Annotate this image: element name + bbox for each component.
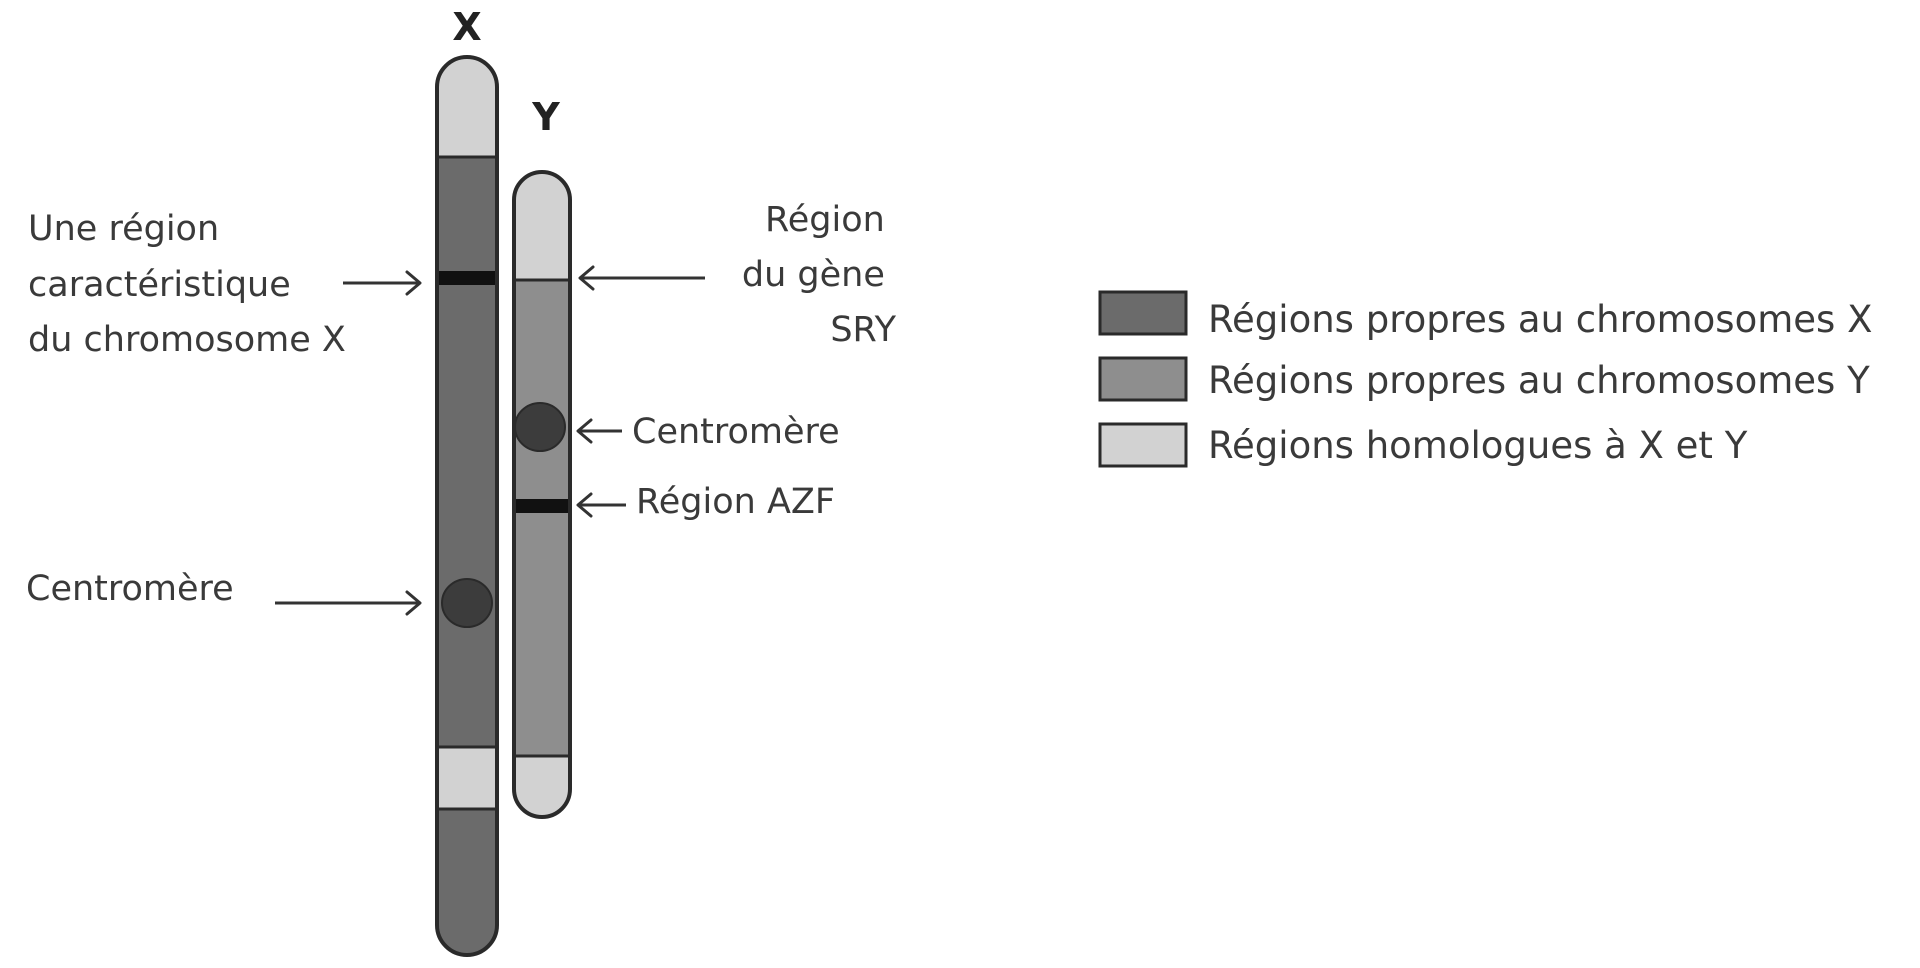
y-specific-region (514, 280, 570, 756)
x-bottom-homologous-region (437, 747, 497, 809)
chromosome-y-title: Y (531, 95, 560, 139)
y-centromere-label: Centromère (632, 412, 840, 452)
y-azf-band (514, 499, 570, 513)
x-characteristic-line-3: du chromosome X (28, 320, 346, 360)
annotation-y-centromere: Centromère (576, 412, 840, 452)
y-centromere (514, 402, 566, 452)
x-top-homologous-region (437, 57, 497, 157)
y-bottom-homologous-region (514, 756, 570, 817)
y-sry-line-3: SRY (830, 310, 896, 350)
arrowhead-icon (405, 270, 422, 296)
legend-swatch (1098, 356, 1188, 402)
arrowhead-icon (576, 492, 593, 518)
chromosome-y-outline (512, 170, 572, 819)
chromosome-y: Y (512, 95, 572, 819)
legend: Régions propres au chromosomes X Régions… (1098, 290, 1872, 468)
x-specific-region-upper (437, 157, 497, 747)
chromosome-x: X (435, 5, 499, 957)
x-centromere-label: Centromère (26, 569, 234, 609)
annotation-x-centromere: Centromère (26, 569, 422, 616)
annotation-y-azf-region: Région AZF (576, 482, 835, 522)
chromosome-x-title: X (452, 5, 481, 49)
x-characteristic-band (437, 271, 497, 285)
legend-label: Régions propres au chromosomes X (1208, 298, 1872, 341)
y-sry-line-2: du gène (742, 255, 885, 295)
legend-item-homologous: Régions homologues à X et Y (1098, 422, 1748, 468)
x-centromere (441, 578, 493, 628)
y-sry-label: Région du gène SRY (742, 200, 897, 350)
arrowhead-icon (578, 265, 595, 291)
y-azf-label: Région AZF (636, 482, 835, 522)
arrowhead-icon (576, 418, 593, 444)
legend-item-y-specific: Régions propres au chromosomes Y (1098, 356, 1870, 402)
x-characteristic-label: Une région caractéristique du chromosome… (28, 209, 346, 360)
legend-item-x-specific: Régions propres au chromosomes X (1098, 290, 1872, 341)
legend-label: Régions propres au chromosomes Y (1208, 359, 1870, 402)
y-top-homologous-region (514, 172, 570, 280)
legend-swatch (1098, 290, 1188, 336)
arrowhead-icon (405, 590, 422, 616)
x-characteristic-line-1: Une région (28, 209, 219, 249)
chromosome-x-outline (435, 55, 499, 957)
y-sry-line-1: Région (765, 200, 885, 240)
legend-swatch (1098, 422, 1188, 468)
legend-label: Régions homologues à X et Y (1208, 424, 1748, 467)
x-characteristic-line-2: caractéristique (28, 265, 291, 305)
annotation-y-sry-region: Région du gène SRY (578, 200, 897, 350)
annotation-x-characteristic-region: Une région caractéristique du chromosome… (28, 209, 422, 360)
x-specific-region-lower (437, 809, 497, 955)
